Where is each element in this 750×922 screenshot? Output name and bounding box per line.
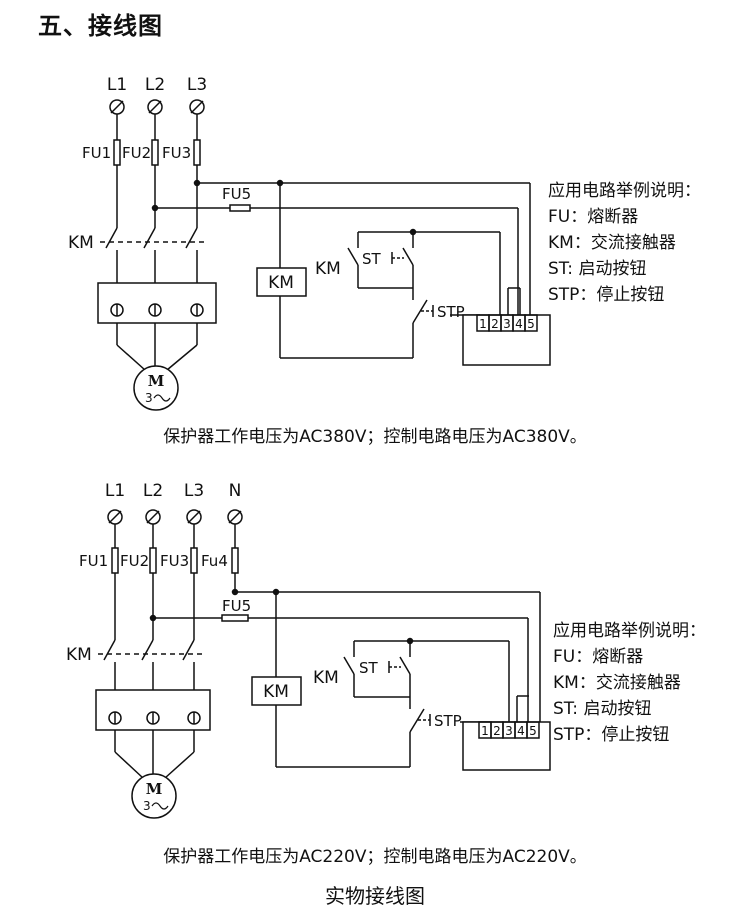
- terminal-number: 4: [517, 724, 525, 738]
- stop-button-label: STP: [437, 303, 465, 321]
- motor-phase: 3: [143, 799, 151, 813]
- phase-label: N: [229, 481, 242, 501]
- fuse-icon: [221, 614, 249, 622]
- fuse-label: FU2: [122, 144, 151, 162]
- legend-item: STP：停止按钮: [548, 285, 665, 305]
- coil-box: [251, 676, 302, 706]
- terminal-number: 3: [503, 317, 511, 331]
- stop-button-label: STP: [434, 712, 462, 730]
- legend-title: 应用电路举例说明：: [548, 181, 701, 201]
- diagram-2: L1 L2 L3 N FU1 FU2 FU3 Fu4 FU5: [66, 481, 551, 819]
- phase-label: L3: [187, 75, 207, 95]
- coil-label: KM: [263, 682, 289, 702]
- stop-button-icon: [412, 288, 434, 324]
- phase-label: L1: [107, 75, 127, 95]
- fuse-label: FU2: [120, 552, 149, 570]
- motor-icon: [133, 365, 179, 411]
- diagram-1: L1 L2 L3 FU1 FU2 FU3 FU5: [68, 75, 551, 411]
- legend-item: ST: 启动按钮: [548, 259, 647, 279]
- terminal-screw-icon: [110, 303, 204, 317]
- legend-item: STP：停止按钮: [553, 725, 670, 745]
- fuse-icon: [113, 139, 201, 166]
- terminal-number: 1: [479, 317, 487, 331]
- supply-terminals: [107, 509, 243, 525]
- stop-button-icon: [409, 697, 431, 733]
- protector-block: [97, 282, 217, 324]
- section-heading: 五、接线图: [38, 12, 163, 40]
- legend-item: KM：交流接触器: [548, 233, 676, 253]
- main-contacts: [98, 639, 202, 690]
- motor-label: M: [146, 780, 163, 798]
- hold-contact-icon: [343, 641, 355, 675]
- legend-item: KM：交流接触器: [553, 673, 681, 693]
- terminal-number: 2: [491, 317, 499, 331]
- coil-label: KM: [268, 273, 294, 293]
- fuse-label: Fu4: [201, 552, 228, 570]
- start-button-icon: [391, 232, 414, 266]
- caption-2: 保护器工作电压为AC220V；控制电路电压为AC220V。: [163, 847, 587, 867]
- hold-contact-icon: [347, 232, 359, 266]
- phase-label: L3: [184, 481, 204, 501]
- main-contacts: [100, 227, 205, 283]
- supply-terminals: [109, 99, 205, 115]
- caption-1: 保护器工作电压为AC380V；控制电路电压为AC380V。: [163, 427, 587, 447]
- legend-title: 应用电路举例说明：: [553, 621, 706, 641]
- terminal-number: 1: [481, 724, 489, 738]
- contactor-label: KM: [68, 233, 94, 253]
- legend-item: FU：熔断器: [548, 207, 639, 227]
- motor-phase: 3: [145, 391, 153, 405]
- protector-terminal-box: [462, 721, 551, 771]
- fuse-label: FU5: [222, 597, 251, 615]
- terminal-number: 3: [505, 724, 513, 738]
- fuse-label: FU1: [79, 552, 108, 570]
- terminal-strip: [478, 721, 540, 739]
- terminal-number: 2: [493, 724, 501, 738]
- terminal-screw-icon: [108, 711, 201, 725]
- contactor-label: KM: [66, 645, 92, 665]
- terminal-strip: [476, 314, 538, 332]
- phase-label: L2: [143, 481, 163, 501]
- fuse-label: FU3: [160, 552, 189, 570]
- fuse-label: FU1: [82, 144, 111, 162]
- motor-icon: [131, 773, 177, 819]
- phase-label: L1: [105, 481, 125, 501]
- motor-label: M: [148, 372, 165, 390]
- legend-item: FU：熔断器: [553, 647, 644, 667]
- hold-contact-label: KM: [313, 668, 339, 688]
- start-button-icon: [388, 641, 411, 675]
- fuse-label: FU5: [222, 185, 251, 203]
- terminal-number: 4: [515, 317, 523, 331]
- fuse-label: FU3: [162, 144, 191, 162]
- fuse-icon: [111, 547, 239, 574]
- phase-label: L2: [145, 75, 165, 95]
- terminal-number: 5: [529, 724, 537, 738]
- start-button-label: ST: [362, 250, 382, 268]
- hold-contact-label: KM: [315, 259, 341, 279]
- coil-box: [256, 267, 307, 297]
- footer-title: 实物接线图: [325, 884, 425, 908]
- terminal-number: 5: [527, 317, 535, 331]
- legend-item: ST: 启动按钮: [553, 699, 652, 719]
- legend-2: 应用电路举例说明： FU：熔断器 KM：交流接触器 ST: 启动按钮 STP：停…: [553, 618, 706, 748]
- legend-1: 应用电路举例说明： FU：熔断器 KM：交流接触器 ST: 启动按钮 STP：停…: [548, 178, 701, 308]
- start-button-label: ST: [359, 659, 379, 677]
- fuse-icon: [229, 204, 251, 212]
